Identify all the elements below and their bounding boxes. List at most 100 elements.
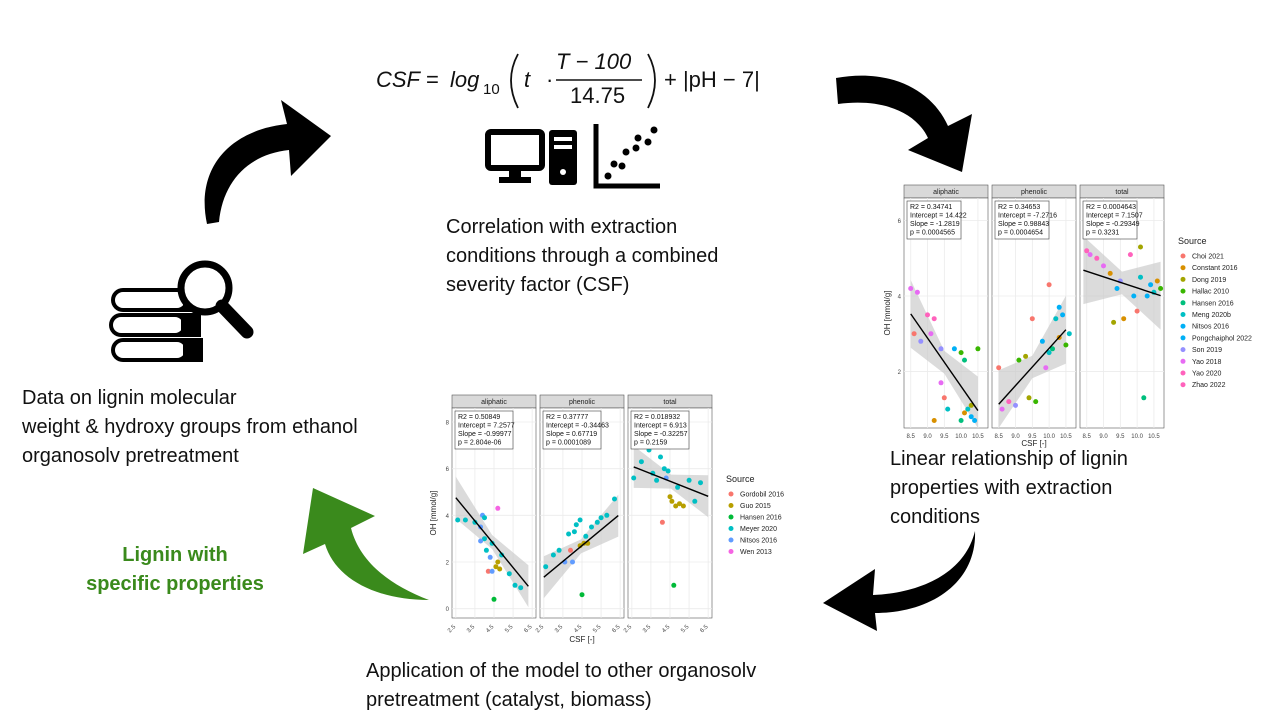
x-tick-label: 5.5 xyxy=(592,624,603,635)
legend-swatch xyxy=(1180,382,1186,388)
x-tick-label: 3.5 xyxy=(642,624,653,635)
books-icon xyxy=(109,260,254,362)
caption-correlation-line: conditions through a combined xyxy=(446,245,719,267)
data-point xyxy=(571,529,577,535)
legend-label: Guo 2015 xyxy=(740,503,771,510)
legend-title: Source xyxy=(726,474,755,484)
data-point xyxy=(962,357,967,363)
formula-left-paren xyxy=(510,53,519,109)
y-tick-label: 4 xyxy=(898,295,902,301)
data-point xyxy=(1063,342,1069,348)
data-point xyxy=(654,477,660,483)
arrow-bottom-right xyxy=(823,531,976,631)
legend-swatch xyxy=(1180,312,1186,317)
y-axis-label: OH [mmol/g] xyxy=(883,291,892,336)
stats-text: R2 = 0.50849 xyxy=(458,414,500,421)
data-point xyxy=(495,505,501,511)
data-point xyxy=(594,519,600,525)
data-point xyxy=(968,414,974,420)
arrow-bottom-left-green xyxy=(303,488,429,600)
legend-label: Son 2019 xyxy=(1192,347,1222,354)
data-point xyxy=(671,582,677,588)
x-tick-label: 2.5 xyxy=(447,624,458,635)
data-point xyxy=(673,503,679,509)
data-point xyxy=(658,454,663,460)
legend-swatch xyxy=(1180,276,1186,282)
x-tick-label: 5.5 xyxy=(680,624,691,635)
stats-text: Intercept = 7.1507 xyxy=(1086,213,1143,220)
data-point xyxy=(1084,248,1090,254)
fit-line xyxy=(1083,269,1161,297)
stats-text: Slope = -0.99977 xyxy=(458,431,512,438)
legend-swatch xyxy=(728,503,734,508)
x-tick-label: 4.5 xyxy=(573,624,584,635)
data-point xyxy=(570,559,575,565)
data-point xyxy=(918,338,924,344)
stats-text: Slope = 0.98843 xyxy=(998,221,1049,228)
stats-text: R2 = 0.34653 xyxy=(998,204,1040,211)
formula-numerator: T − 100 xyxy=(556,49,632,74)
data-point xyxy=(1131,293,1137,299)
x-tick-label: 10.0 xyxy=(1043,434,1055,440)
data-point xyxy=(478,538,484,544)
data-point xyxy=(1043,365,1049,371)
stats-text: R2 = 0.018932 xyxy=(634,414,680,421)
data-point xyxy=(1144,293,1150,299)
legend-swatch xyxy=(1180,370,1186,376)
data-point xyxy=(1066,331,1072,337)
caption-application: Application of the model to other organo… xyxy=(366,657,886,715)
data-point xyxy=(631,475,637,481)
formula-denominator: 14.75 xyxy=(570,83,625,108)
x-tick-label: 2.5 xyxy=(535,624,546,635)
caption-data: Data on lignin molecular weight & hydrox… xyxy=(22,384,422,471)
legend-swatch xyxy=(728,537,734,543)
arrow-top-left xyxy=(204,100,331,224)
data-point xyxy=(968,402,974,408)
x-tick-label: 6.5 xyxy=(699,624,710,635)
x-tick-label: 10.0 xyxy=(1131,434,1143,440)
x-tick-label: 2.5 xyxy=(623,624,634,635)
y-tick-label: 0 xyxy=(446,607,450,613)
legend-label: Meyer 2020 xyxy=(740,526,777,533)
data-point xyxy=(485,568,491,574)
arrow-top-right xyxy=(836,75,972,172)
data-point xyxy=(1046,350,1052,356)
legend-swatch xyxy=(1180,300,1186,306)
data-point xyxy=(462,517,468,523)
data-point xyxy=(573,522,579,528)
data-point xyxy=(680,503,686,509)
data-point xyxy=(1087,252,1093,258)
data-point xyxy=(665,468,671,474)
x-tick-label: 8.5 xyxy=(995,434,1004,440)
legend-label: Yao 2018 xyxy=(1192,359,1222,366)
data-point xyxy=(1138,274,1143,280)
data-point xyxy=(938,346,944,352)
x-tick-label: 9.5 xyxy=(940,434,949,440)
stats-text: R2 = 0.0004643 xyxy=(1086,204,1136,211)
stats-text: p = 2.804e-06 xyxy=(458,440,502,447)
fit-line xyxy=(543,515,619,578)
legend-label: Wen 2013 xyxy=(740,549,772,556)
legend-label: Meng 2020b xyxy=(1192,312,1231,319)
x-tick-label: 10.5 xyxy=(972,434,984,440)
data-point xyxy=(1060,312,1066,318)
data-point xyxy=(1121,316,1127,322)
caption-linear-line: Linear relationship of lignin xyxy=(890,448,1128,470)
data-point xyxy=(1029,316,1035,322)
y-tick-label: 6 xyxy=(446,467,450,473)
data-point xyxy=(495,559,501,565)
data-point xyxy=(911,331,917,337)
data-point xyxy=(1033,399,1039,405)
stats-box xyxy=(542,410,602,450)
x-tick-label: 8.5 xyxy=(907,434,916,440)
x-tick-label: 8.5 xyxy=(1083,434,1092,440)
legend-label: Nitsos 2016 xyxy=(740,538,777,545)
data-point xyxy=(604,512,610,518)
data-point xyxy=(638,459,644,465)
stats-text: Slope = -0.29349 xyxy=(1086,221,1140,228)
data-point xyxy=(543,564,549,570)
x-tick-label: 10.5 xyxy=(1060,434,1072,440)
legend-swatch xyxy=(1180,358,1186,364)
data-point xyxy=(677,501,682,507)
